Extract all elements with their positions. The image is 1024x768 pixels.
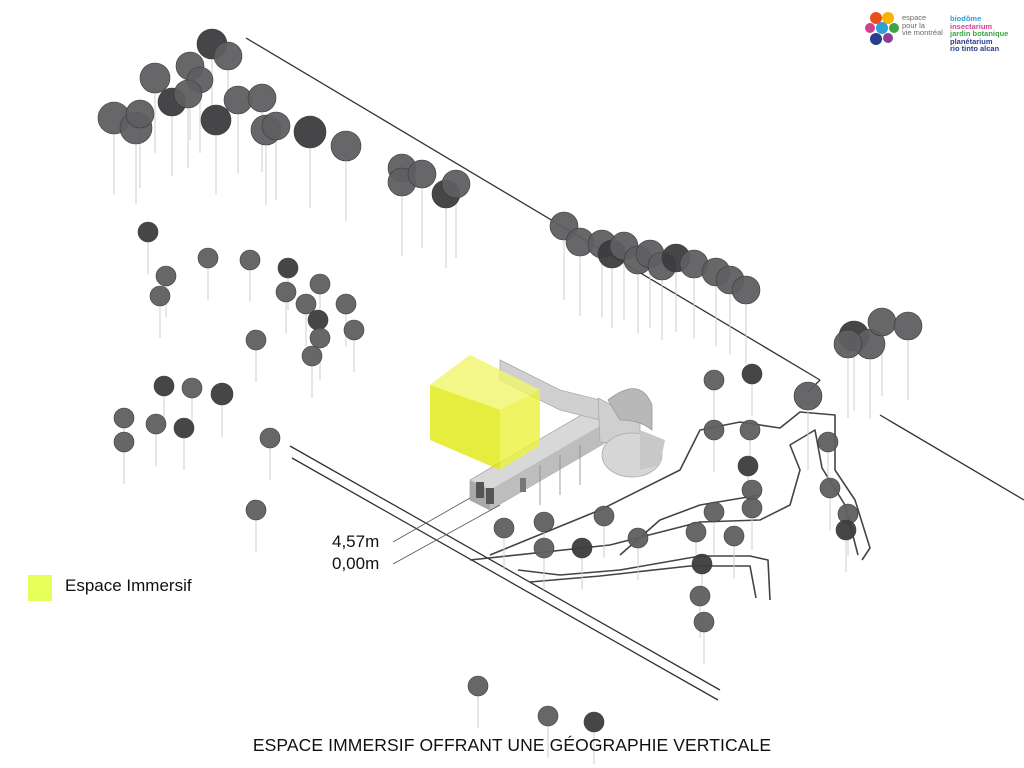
tree <box>407 159 437 189</box>
tree <box>213 41 243 71</box>
tree <box>153 375 175 397</box>
caption: ESPACE IMMERSIF OFFRANT UNE GÉOGRAPHIE V… <box>252 735 772 755</box>
tree <box>583 711 605 733</box>
tree <box>309 273 331 295</box>
tree <box>467 675 489 697</box>
tree <box>223 85 253 115</box>
logo: espace pour la vie montréal biodôme inse… <box>862 8 1022 56</box>
tree <box>275 281 297 303</box>
elevation-upper-label: 4,57m <box>332 532 380 551</box>
tree <box>693 611 715 633</box>
legend-label: Espace Immersif <box>65 576 192 595</box>
building <box>469 359 665 511</box>
tree <box>571 537 593 559</box>
brand-planetarium: planétarium <box>950 36 993 46</box>
tree <box>819 477 841 499</box>
brand-rio-tinto-alcan: rio tinto alcan <box>950 44 1000 54</box>
tree <box>295 293 317 315</box>
tree <box>691 553 713 575</box>
tree <box>335 293 357 315</box>
site-lines <box>245 37 1024 701</box>
tree <box>739 419 761 441</box>
tree <box>307 309 329 331</box>
tree <box>627 527 649 549</box>
tree <box>149 285 171 307</box>
tree <box>835 519 857 541</box>
immersive-volume <box>430 355 540 470</box>
tree <box>197 247 219 269</box>
tree <box>155 265 177 287</box>
elevation-ground-label: 0,00m <box>332 554 380 573</box>
tree <box>441 169 471 199</box>
tree <box>893 311 923 341</box>
tree <box>533 537 555 559</box>
tree <box>533 511 555 533</box>
tree <box>137 221 159 243</box>
tree <box>731 275 761 305</box>
tree <box>277 257 299 279</box>
tree <box>330 130 362 162</box>
tree <box>113 431 135 453</box>
tree <box>343 319 365 341</box>
tree <box>689 585 711 607</box>
legend-swatch <box>28 575 52 601</box>
logo-org-name: espace pour la vie montréal <box>902 13 943 37</box>
logo-brand-list: biodôme insectarium jardin botanique pla… <box>950 15 1024 53</box>
trees <box>97 28 923 764</box>
brand-insectarium: insectarium <box>950 21 993 31</box>
tree <box>703 419 725 441</box>
tree <box>737 455 759 477</box>
tree <box>537 705 559 727</box>
tree <box>173 417 195 439</box>
brand-biodome: biodôme <box>950 14 982 23</box>
tree <box>703 501 725 523</box>
tree <box>793 381 823 411</box>
tree <box>703 369 725 391</box>
tree <box>245 329 267 351</box>
tree <box>181 377 203 399</box>
tree <box>301 345 323 367</box>
tree <box>833 329 863 359</box>
tree <box>593 505 615 527</box>
tree <box>139 62 171 94</box>
tree <box>261 111 291 141</box>
tree <box>741 497 763 519</box>
tree <box>293 115 327 149</box>
espace-pour-la-vie-logo-mark <box>865 12 899 45</box>
tree <box>239 249 261 271</box>
tree <box>125 99 155 129</box>
tree <box>145 413 167 435</box>
tree <box>259 427 281 449</box>
tree <box>173 79 203 109</box>
tree <box>741 479 763 501</box>
tree <box>245 499 267 521</box>
tree <box>867 307 897 337</box>
tree <box>113 407 135 429</box>
tree <box>309 327 331 349</box>
tree <box>741 363 763 385</box>
tree <box>723 525 745 547</box>
elevation-leaders <box>392 497 501 565</box>
brand-jardin-botanique: jardin botanique <box>950 29 1009 39</box>
tree <box>685 521 707 543</box>
tree <box>817 431 839 453</box>
tree <box>493 517 515 539</box>
tree <box>247 83 277 113</box>
tree <box>210 382 234 406</box>
tree <box>200 104 232 136</box>
